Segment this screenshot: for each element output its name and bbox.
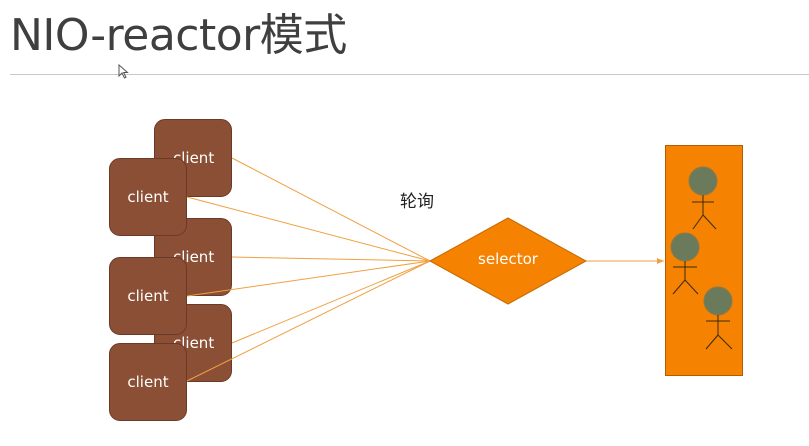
client-label: client [127, 373, 169, 391]
slide-title: NIO-reactor模式 [10, 10, 347, 61]
worker-2-icon [670, 232, 700, 295]
client-label: client [127, 287, 169, 305]
poll-line-3 [231, 256, 431, 262]
poll-label: 轮询 [400, 192, 434, 212]
worker-pool [665, 145, 743, 376]
title-divider [10, 74, 809, 75]
client-box-front-3: client [109, 343, 187, 421]
poll-line-6 [186, 260, 431, 382]
poll-line-1 [231, 157, 431, 262]
client-box-front-1: client [109, 158, 187, 236]
poll-line-4 [186, 260, 431, 297]
client-box-front-2: client [109, 257, 187, 335]
selector-diamond [428, 217, 588, 305]
worker-3-icon [703, 286, 733, 350]
worker-1-icon [688, 166, 718, 230]
mouse-cursor-icon [118, 64, 129, 79]
poll-line-2 [186, 196, 431, 262]
poll-line-5 [231, 260, 431, 344]
client-label: client [127, 188, 169, 206]
selector-label: selector [478, 250, 538, 268]
